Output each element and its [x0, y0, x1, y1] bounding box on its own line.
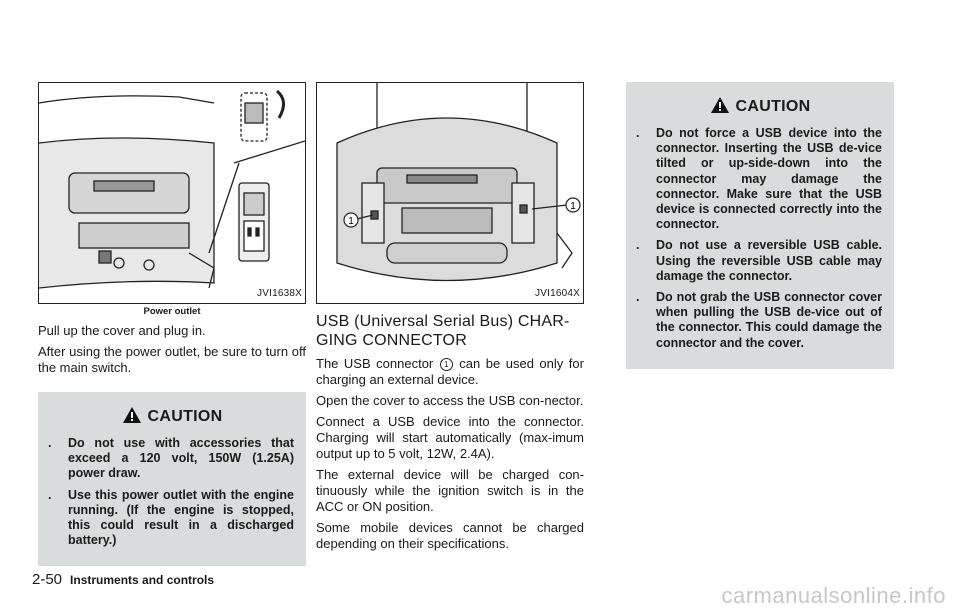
- figure-caption: Power outlet: [143, 306, 201, 317]
- callout-label: 1: [570, 201, 576, 212]
- right-column: CAUTION .Do not force a USB device into …: [626, 82, 894, 369]
- paragraph: The USB connector 1 can be used only for…: [316, 356, 584, 387]
- callout-circle: [343, 212, 359, 228]
- callout-label: 1: [348, 216, 354, 227]
- power-outlet-illustration: [39, 89, 305, 289]
- caution-bullet: .Do not grab the USB connector cover whe…: [636, 290, 882, 350]
- paragraph: After using the power outlet, be sure to…: [38, 344, 306, 375]
- caution-header: CAUTION: [38, 392, 306, 436]
- section-heading: USB (Universal Serial Bus) CHAR-GING CON…: [316, 313, 570, 349]
- warning-icon: [122, 407, 141, 423]
- caution-box: CAUTION .Do not force a USB device into …: [626, 82, 894, 369]
- caution-title: CAUTION: [735, 98, 811, 115]
- section-name: Instruments and controls: [70, 573, 215, 587]
- figure-id: JVI1638X: [257, 288, 302, 299]
- warning-icon: [710, 97, 729, 113]
- caution-bullet: .Do not use a reversible USB cable. Usin…: [636, 238, 882, 283]
- usb-connector-illustration: 1 1: [336, 83, 581, 282]
- caution-box: CAUTION .Do not use with accessories tha…: [38, 392, 306, 567]
- figure-id: JVI1604X: [535, 288, 580, 299]
- caution-bullet: .Do not use with accessories that exceed…: [48, 436, 294, 481]
- callout-1-icon: 1: [439, 358, 453, 371]
- paragraph: Open the cover to access the USB con-nec…: [316, 393, 584, 408]
- page-footer: 2-50 Instruments and controls: [32, 571, 214, 588]
- watermark: carmanualsonline.info: [721, 583, 946, 608]
- caution-bullet: .Use this power outlet with the engine r…: [48, 487, 294, 548]
- usb-figure: 1 1 JVI1604X: [316, 82, 584, 304]
- caution-title: CAUTION: [147, 408, 223, 425]
- callout-circle: [565, 197, 581, 213]
- caution-header: CAUTION: [626, 82, 894, 126]
- middle-column: 1 1 JVI1604X USB (Universal Serial Bus) …: [316, 82, 584, 552]
- page-number: 2-50: [32, 571, 63, 588]
- paragraph: Pull up the cover and plug in.: [38, 323, 206, 338]
- paragraph: The external device will be charged con-…: [316, 467, 584, 514]
- paragraph: Some mobile devices cannot be charged de…: [316, 520, 584, 551]
- power-outlet-figure: JVI1638X: [38, 82, 306, 304]
- caution-bullet: .Do not force a USB device into the conn…: [636, 126, 882, 232]
- left-column: JVI1638X Power outlet Pull up the cover …: [38, 82, 306, 567]
- caution-list: .Do not use with accessories that exceed…: [38, 436, 306, 566]
- paragraph: Connect a USB device into the connector.…: [316, 414, 584, 461]
- caution-list: .Do not force a USB device into the conn…: [626, 126, 894, 369]
